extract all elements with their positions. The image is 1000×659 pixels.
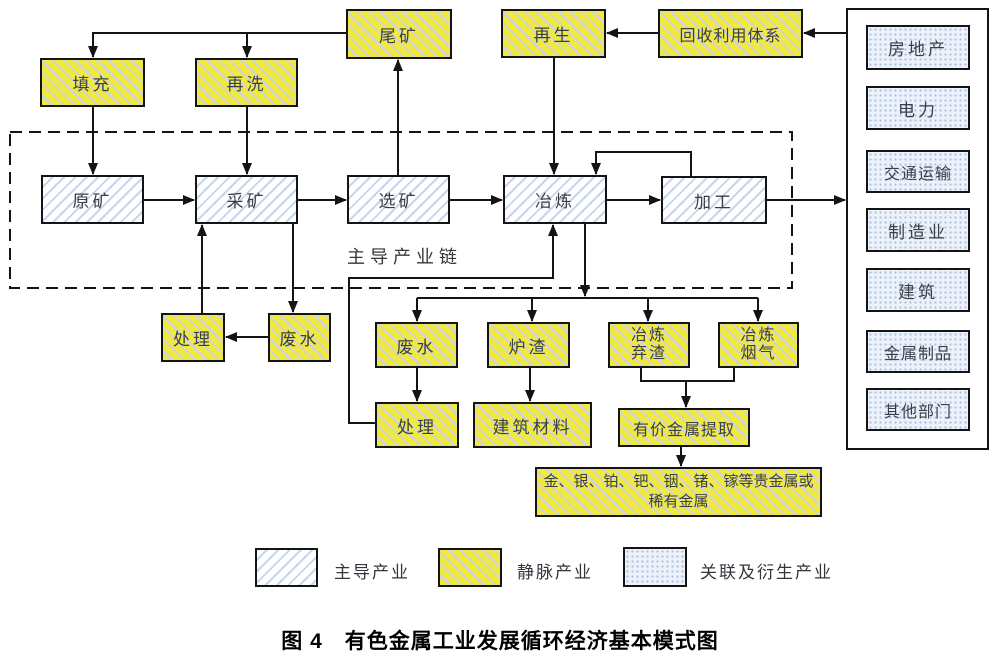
node-building-materials: 建筑材料 <box>473 402 592 448</box>
node-treatment-mine: 处理 <box>161 313 225 362</box>
sector-real-estate-label: 房地产 <box>888 40 948 59</box>
node-smelting-waste: 冶炼 弃渣 <box>608 322 690 368</box>
node-smelting-gas-line1: 冶炼 <box>740 327 777 345</box>
node-ore-dressing-label: 选矿 <box>378 192 419 211</box>
sector-electricity-label: 电力 <box>898 100 938 120</box>
node-mining: 采矿 <box>195 175 298 224</box>
node-treatment-smelt-label: 处理 <box>397 417 437 437</box>
node-precious-metals: 金、银、铂、钯、铟、锗、镓等贵金属或稀有金属 <box>535 467 822 517</box>
node-recycling-system: 回收利用体系 <box>658 9 803 58</box>
edge-processing-smelting-loop <box>591 151 692 176</box>
node-regeneration-label: 再生 <box>533 26 574 45</box>
node-smelting: 冶炼 <box>503 175 607 224</box>
node-processing: 加工 <box>661 176 767 224</box>
sector-transportation: 交通运输 <box>866 150 970 193</box>
node-precious-metals-label: 金、银、铂、钯、铟、锗、镓等贵金属或稀有金属 <box>543 473 814 510</box>
node-wastewater-smelt-label: 废水 <box>396 337 437 357</box>
arrows <box>88 28 846 467</box>
node-treatment-mine-label: 处理 <box>173 330 213 349</box>
node-tailings-label: 尾矿 <box>379 26 419 46</box>
edge-treatment-smelting-loop <box>348 224 558 424</box>
node-smelting-label: 冶炼 <box>535 192 575 211</box>
node-raw-ore-label: 原矿 <box>72 192 113 211</box>
sector-manufacturing: 制造业 <box>866 208 970 252</box>
node-wastewater-mine: 废水 <box>268 313 331 362</box>
node-regeneration: 再生 <box>501 9 606 58</box>
node-metal-extraction-label: 有价金属提取 <box>632 421 735 439</box>
node-tailings: 尾矿 <box>346 9 452 59</box>
sector-metal-products-label: 金属制品 <box>883 345 952 363</box>
leading-chain-label: 主导产业链 <box>347 247 462 267</box>
node-recycling-system-label: 回收利用体系 <box>679 27 782 45</box>
node-smelting-gas-line2: 烟气 <box>740 345 777 362</box>
node-building-materials-label: 建筑材料 <box>492 417 573 437</box>
node-processing-label: 加工 <box>694 192 734 212</box>
edge-tailings-filling <box>88 32 346 58</box>
node-raw-ore: 原矿 <box>41 175 144 224</box>
node-wastewater-smelt: 废水 <box>375 322 458 368</box>
waste-gas-merge-line <box>640 368 735 382</box>
node-smelting-gas: 冶炼 烟气 <box>718 322 799 368</box>
leading-chain-dashed-border <box>9 131 793 289</box>
node-filling-label: 填充 <box>72 75 113 94</box>
node-smelting-waste-line1: 冶炼 <box>630 327 667 345</box>
legend-swatch-venous-industry <box>438 548 502 587</box>
sector-construction: 建筑 <box>866 268 970 312</box>
legend-swatch-derived-industry <box>623 547 687 587</box>
sector-other-departments-label: 其他部门 <box>883 403 952 421</box>
node-treatment-smelt: 处理 <box>375 402 459 448</box>
sector-electricity: 电力 <box>866 86 970 130</box>
node-slag-label: 炉渣 <box>508 337 549 357</box>
legend-swatch-leading-industry <box>255 548 318 587</box>
legend-label-derived-industry: 关联及衍生产业 <box>700 563 833 582</box>
node-filling: 填充 <box>40 58 145 107</box>
sector-other-departments: 其他部门 <box>866 388 970 431</box>
node-rewashing: 再洗 <box>195 58 298 107</box>
node-smelting-waste-line2: 弃渣 <box>630 345 667 362</box>
sector-real-estate: 房地产 <box>866 25 970 70</box>
sector-manufacturing-label: 制造业 <box>888 222 948 242</box>
node-slag: 炉渣 <box>487 322 570 368</box>
figure-caption: 图 4 有色金属工业发展循环经济基本模式图 <box>281 630 719 653</box>
legend-label-venous-industry: 静脉产业 <box>517 563 593 582</box>
node-metal-extraction: 有价金属提取 <box>618 408 750 447</box>
sector-construction-label: 建筑 <box>898 282 938 302</box>
sector-transportation-label: 交通运输 <box>883 165 952 183</box>
legend-label-leading-industry: 主导产业 <box>334 563 410 582</box>
node-rewashing-label: 再洗 <box>226 75 267 94</box>
sector-metal-products: 金属制品 <box>866 330 970 373</box>
node-mining-label: 采矿 <box>226 192 267 211</box>
node-ore-dressing: 选矿 <box>347 175 450 224</box>
node-wastewater-mine-label: 废水 <box>279 330 320 349</box>
